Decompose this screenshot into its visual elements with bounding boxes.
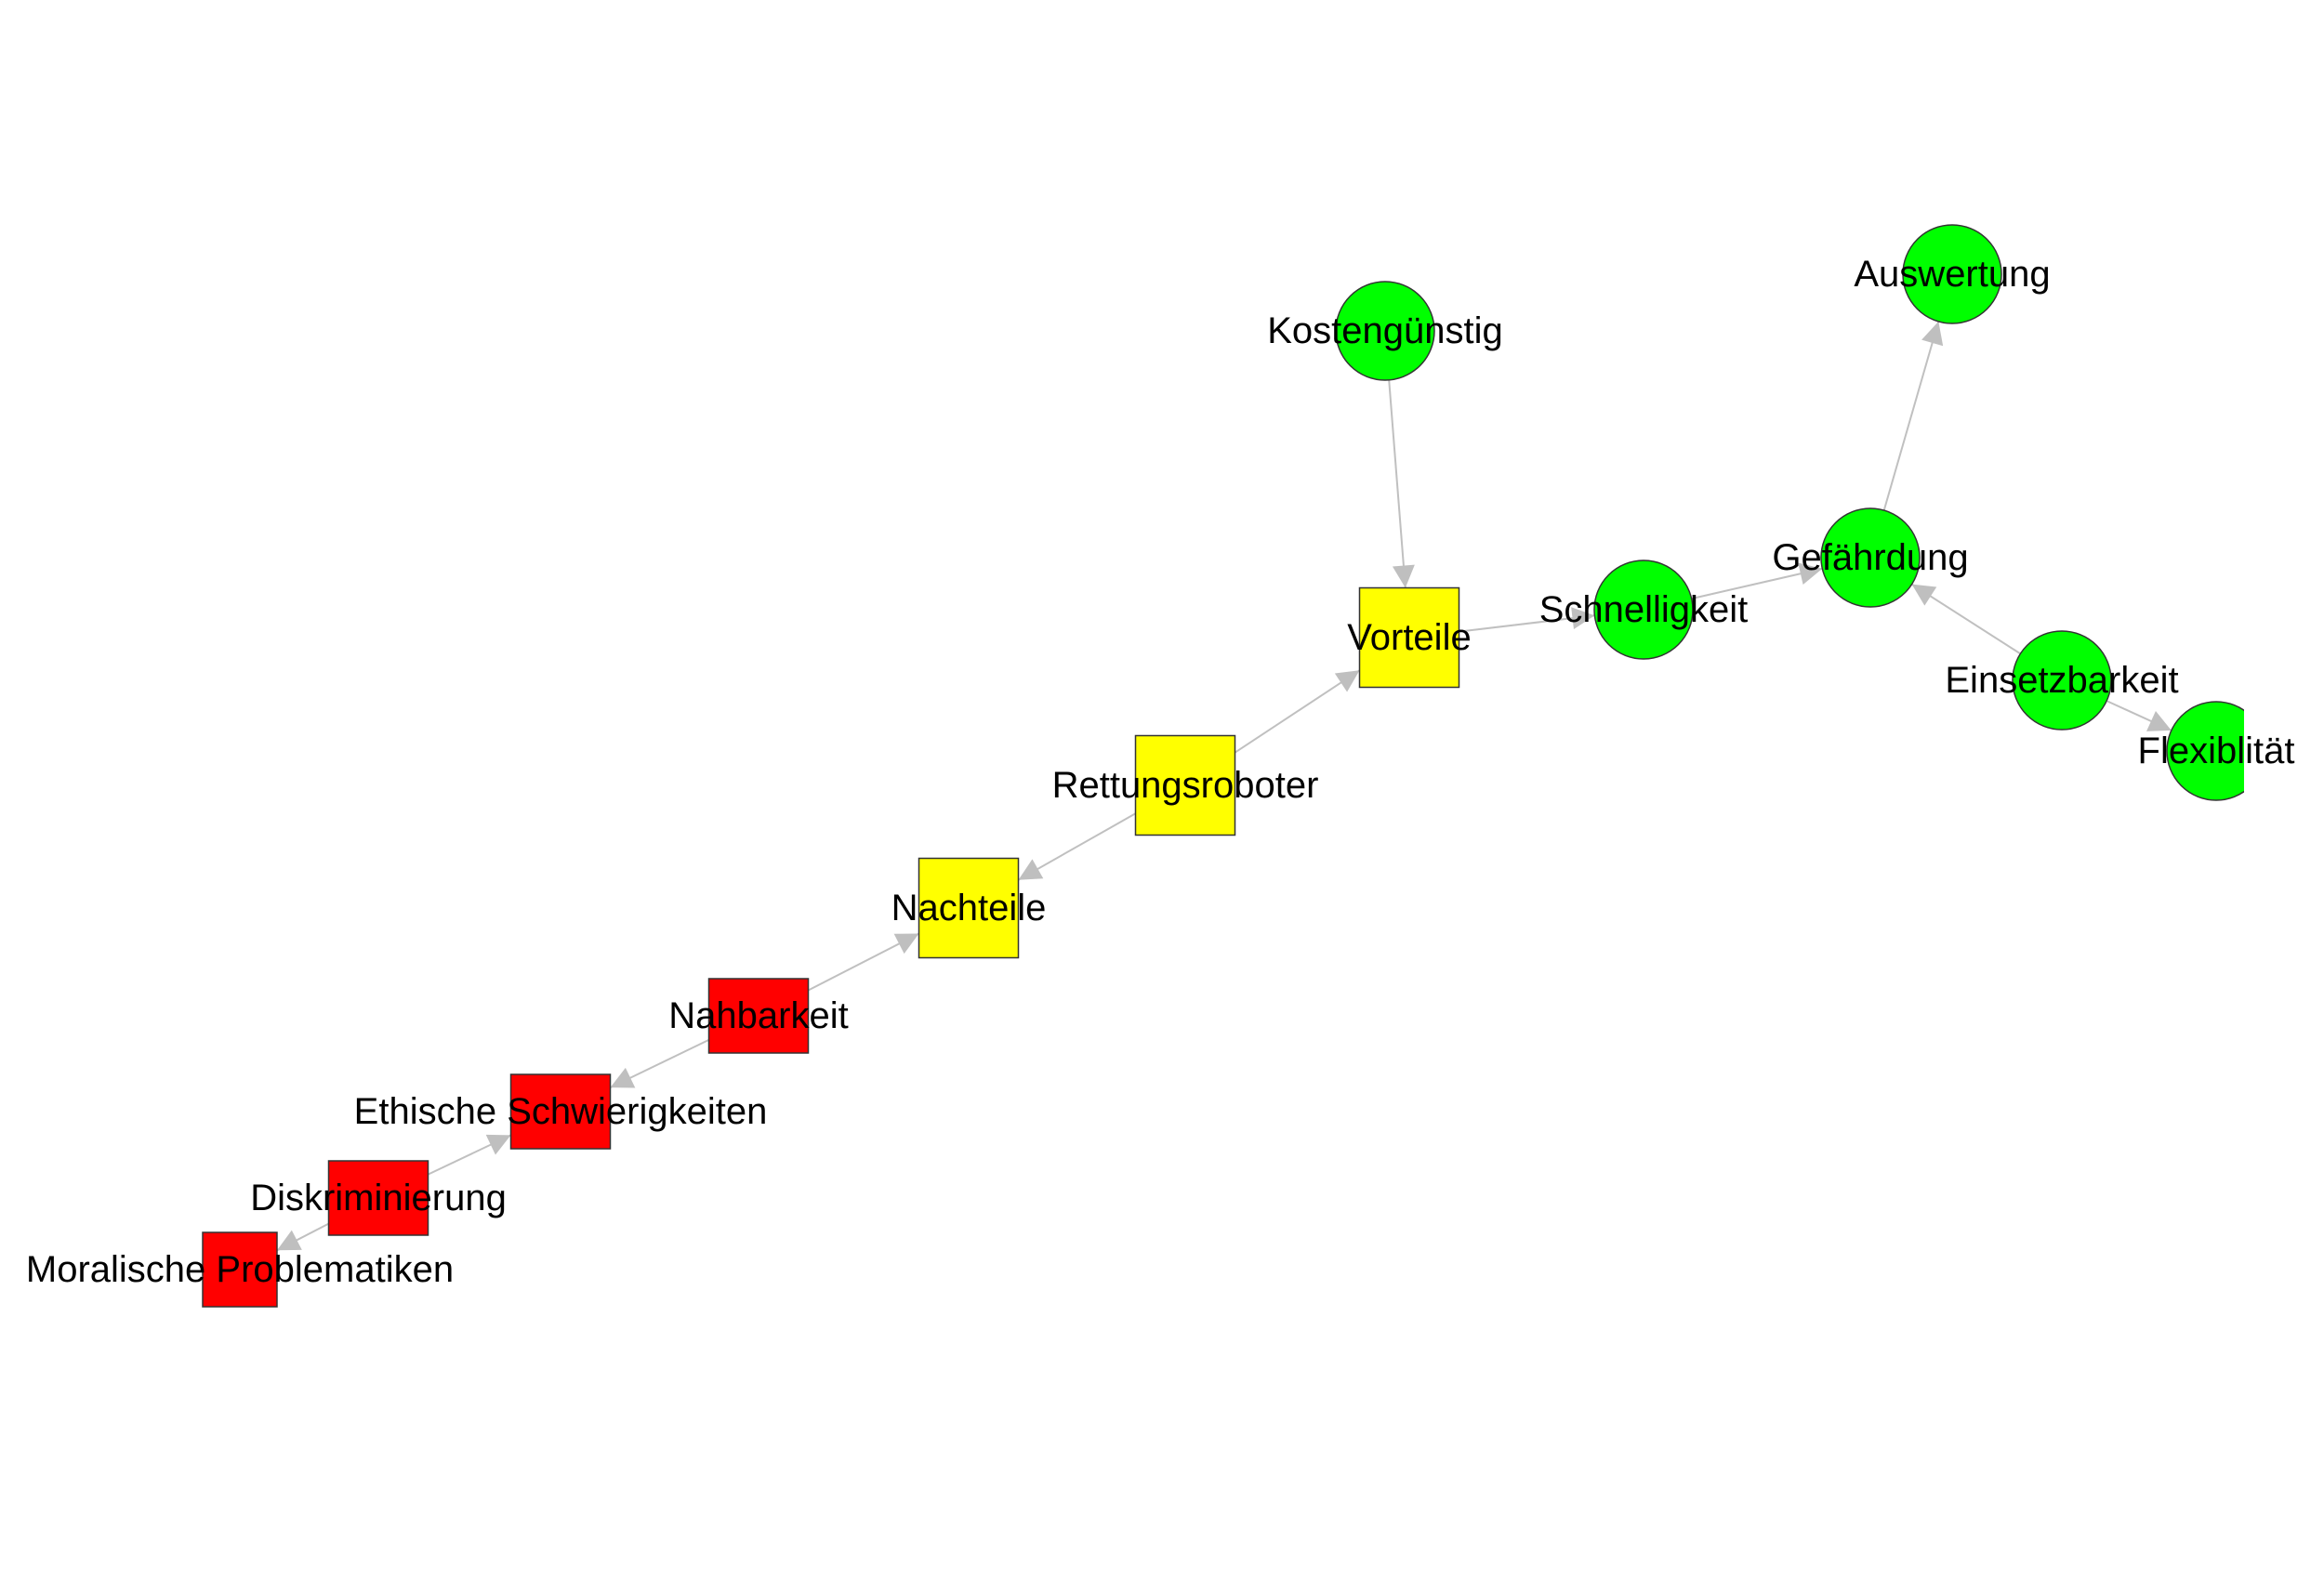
node-diskriminierung [327, 1160, 429, 1236]
node-label-diskriminierung: Diskriminierung [250, 1178, 507, 1218]
node-label-moralische: Moralische Problematiken [26, 1249, 454, 1290]
edge-nahbarkeit-to-ethische [610, 1038, 709, 1089]
node-label-nachteile: Nachteile [891, 888, 1047, 928]
node-kostenguenstig [1335, 281, 1435, 381]
node-label-flexiblitaet: Flexiblität [2138, 731, 2295, 771]
node-ethische [509, 1073, 612, 1150]
node-label-ethische: Ethische Schwierigkeiten [354, 1091, 768, 1132]
node-label-rettungsroboter: Rettungsroboter [1052, 765, 1319, 806]
edge-nahbarkeit-to-nachteile [808, 932, 919, 992]
node-rettungsroboter [1134, 734, 1236, 836]
nodes-layer [202, 224, 2244, 1308]
node-gefaehrdung [1820, 507, 1921, 608]
edge-einsetzbarkeit-to-gefaehrdung [1911, 583, 2021, 655]
node-flexiblitaet [2166, 701, 2244, 801]
edge-gefaehrdung-to-auswertung [1882, 321, 1944, 511]
edges-layer [276, 321, 2172, 1252]
node-einsetzbarkeit [2012, 630, 2112, 731]
node-nahbarkeit [707, 978, 810, 1054]
edge-rettungsroboter-to-nachteile [1018, 812, 1136, 881]
node-label-kostenguenstig: Kostengünstig [1267, 310, 1503, 351]
node-label-vorteile: Vorteile [1347, 617, 1471, 658]
node-label-gefaehrdung: Gefährdung [1772, 537, 1968, 578]
node-label-nahbarkeit: Nahbarkeit [668, 995, 848, 1036]
edge-diskriminierung-to-ethische [428, 1134, 511, 1176]
node-vorteile [1358, 586, 1460, 689]
edge-einsetzbarkeit-to-flexiblitaet [2106, 700, 2172, 731]
node-label-schnelligkeit: Schnelligkeit [1539, 589, 1749, 630]
node-label-auswertung: Auswertung [1854, 254, 2050, 295]
node-schnelligkeit [1593, 560, 1694, 660]
edge-schnelligkeit-to-gefaehrdung [1691, 562, 1823, 600]
labels-layer: AuswertungKostengünstigGefährdungSchnell… [26, 254, 2295, 1290]
node-moralische [202, 1231, 278, 1308]
edge-kostenguenstig-to-vorteile [1388, 379, 1415, 588]
edge-rettungsroboter-to-vorteile [1234, 669, 1361, 754]
node-auswertung [1902, 224, 2002, 324]
node-nachteile [918, 857, 1020, 959]
node-label-einsetzbarkeit: Einsetzbarkeit [1945, 660, 2178, 701]
edge-vorteile-to-schnelligkeit [1459, 607, 1595, 633]
edge-diskriminierung-to-moralische [276, 1222, 329, 1252]
